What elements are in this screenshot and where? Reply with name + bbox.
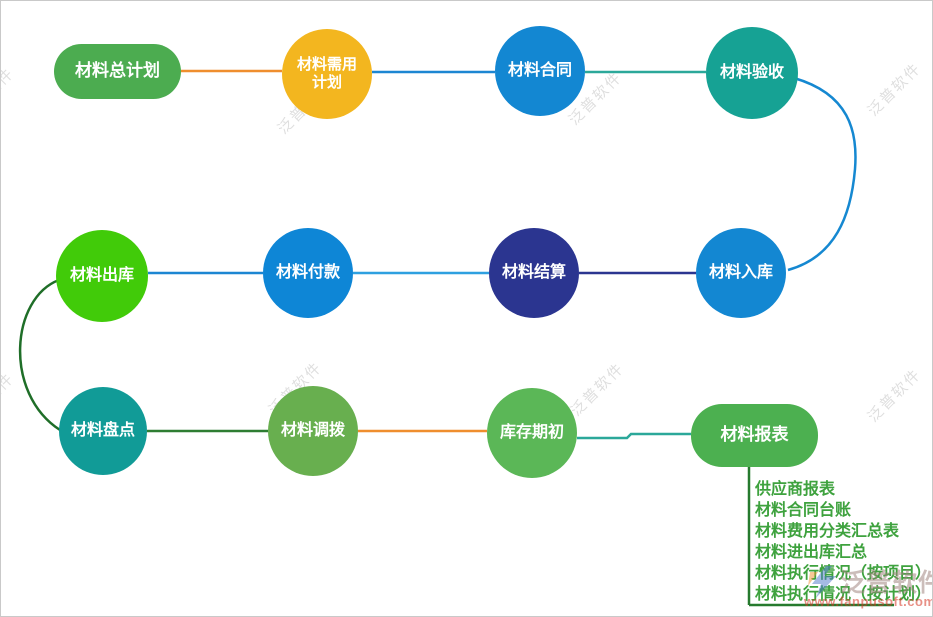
node-stocktake: 材料盘点	[59, 387, 147, 475]
node-opening-inventory: 库存期初	[487, 388, 577, 478]
node-inbound: 材料入库	[696, 228, 786, 318]
node-demand-plan: 材料需用 计划	[282, 29, 372, 119]
node-acceptance: 材料验收	[706, 27, 798, 119]
node-contract: 材料合同	[495, 26, 585, 116]
node-outbound: 材料出库	[56, 230, 148, 322]
report-list-item: 材料合同台账	[755, 502, 852, 519]
report-list-item: 材料费用分类汇总表	[755, 523, 900, 540]
report-list-item: 材料执行情况（按计划）	[755, 586, 932, 603]
report-list: 供应商报表材料合同台账材料费用分类汇总表材料进出库汇总材料执行情况（按项目） 材料…	[755, 479, 931, 605]
report-list-item: 材料进出库汇总	[755, 544, 868, 561]
node-total-plan: 材料总计划	[54, 44, 181, 99]
node-transfer: 材料调拨	[268, 386, 358, 476]
node-payment: 材料付款	[263, 228, 353, 318]
node-report: 材料报表	[691, 404, 818, 467]
node-settlement: 材料结算	[489, 228, 579, 318]
report-list-item: 供应商报表	[755, 481, 836, 498]
connector-acceptance-to-inbound	[787, 76, 857, 272]
report-list-item: 材料执行情况（按项目）	[755, 565, 932, 582]
connector-outbound-to-stocktake	[18, 278, 61, 432]
connector-opening-to-report	[577, 432, 691, 440]
